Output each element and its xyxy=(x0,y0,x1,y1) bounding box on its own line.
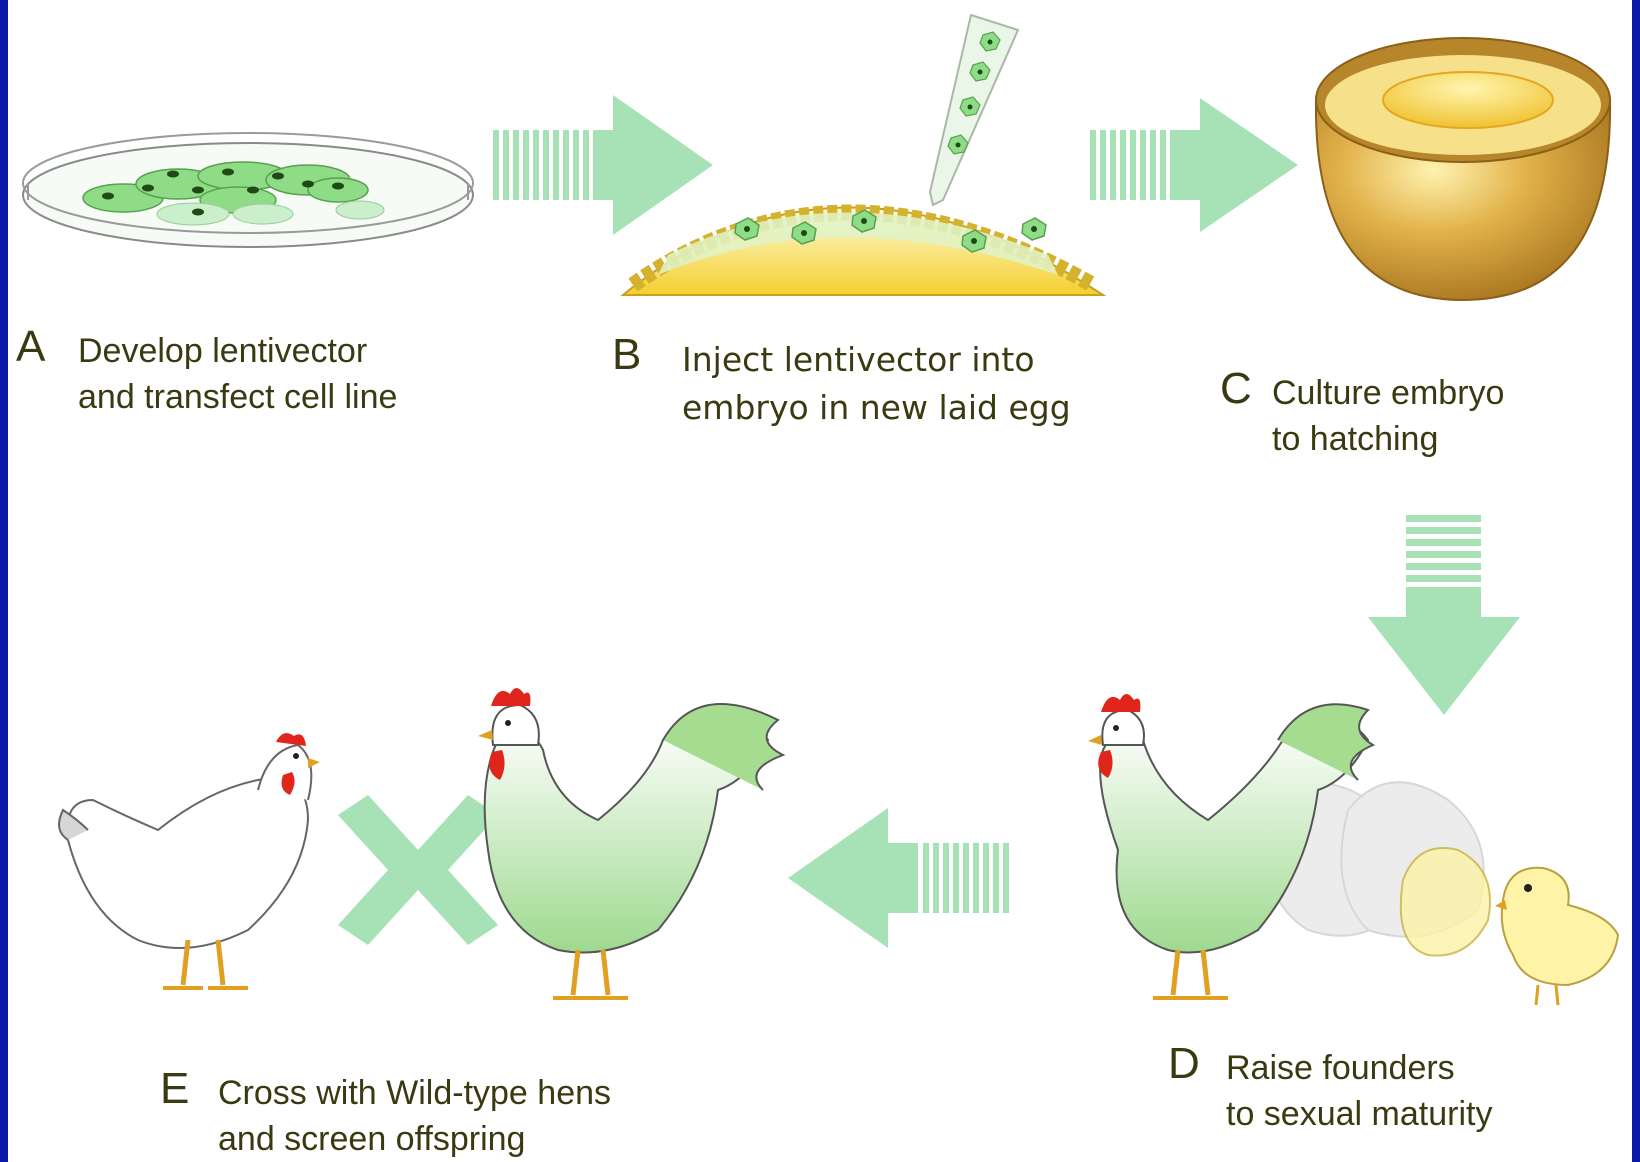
step-a-line-1: Develop lentivector xyxy=(78,328,397,374)
hen-icon xyxy=(59,733,320,988)
process-diagram xyxy=(8,0,1632,1162)
step-d-line-1: Raise founders xyxy=(1226,1045,1492,1091)
step-d-line-2: to sexual maturity xyxy=(1226,1091,1492,1137)
step-b-line-2: embryo in new laid egg xyxy=(682,384,1071,432)
step-b-line-1: Inject lentivector into xyxy=(682,336,1071,384)
arrow-down-icon xyxy=(1368,515,1520,715)
chicks-icon xyxy=(1266,782,1618,1005)
step-c-line-1: Culture embryo xyxy=(1272,370,1504,416)
step-e-line-2: and screen offspring xyxy=(218,1116,611,1162)
step-a-letter: A xyxy=(16,324,45,370)
diagram-canvas: A Develop lentivector and transfect cell… xyxy=(8,0,1632,1162)
arrow-right-icon xyxy=(1090,98,1298,232)
rooster-icon xyxy=(478,688,783,998)
step-e-line-1: Cross with Wild-type hens xyxy=(218,1070,611,1116)
step-e-letter: E xyxy=(160,1066,189,1112)
step-d-letter: D xyxy=(1168,1041,1200,1087)
step-c-line-2: to hatching xyxy=(1272,416,1504,462)
arrow-left-icon xyxy=(788,808,1009,948)
egg-culture-cup-icon xyxy=(1316,38,1610,300)
arrow-right-icon xyxy=(493,95,713,235)
step-b-letter: B xyxy=(612,332,641,378)
cross-symbol-icon xyxy=(338,795,498,945)
step-c-letter: C xyxy=(1220,366,1252,412)
petri-dish-icon xyxy=(23,133,473,247)
step-a-line-2: and transfect cell line xyxy=(78,374,397,420)
